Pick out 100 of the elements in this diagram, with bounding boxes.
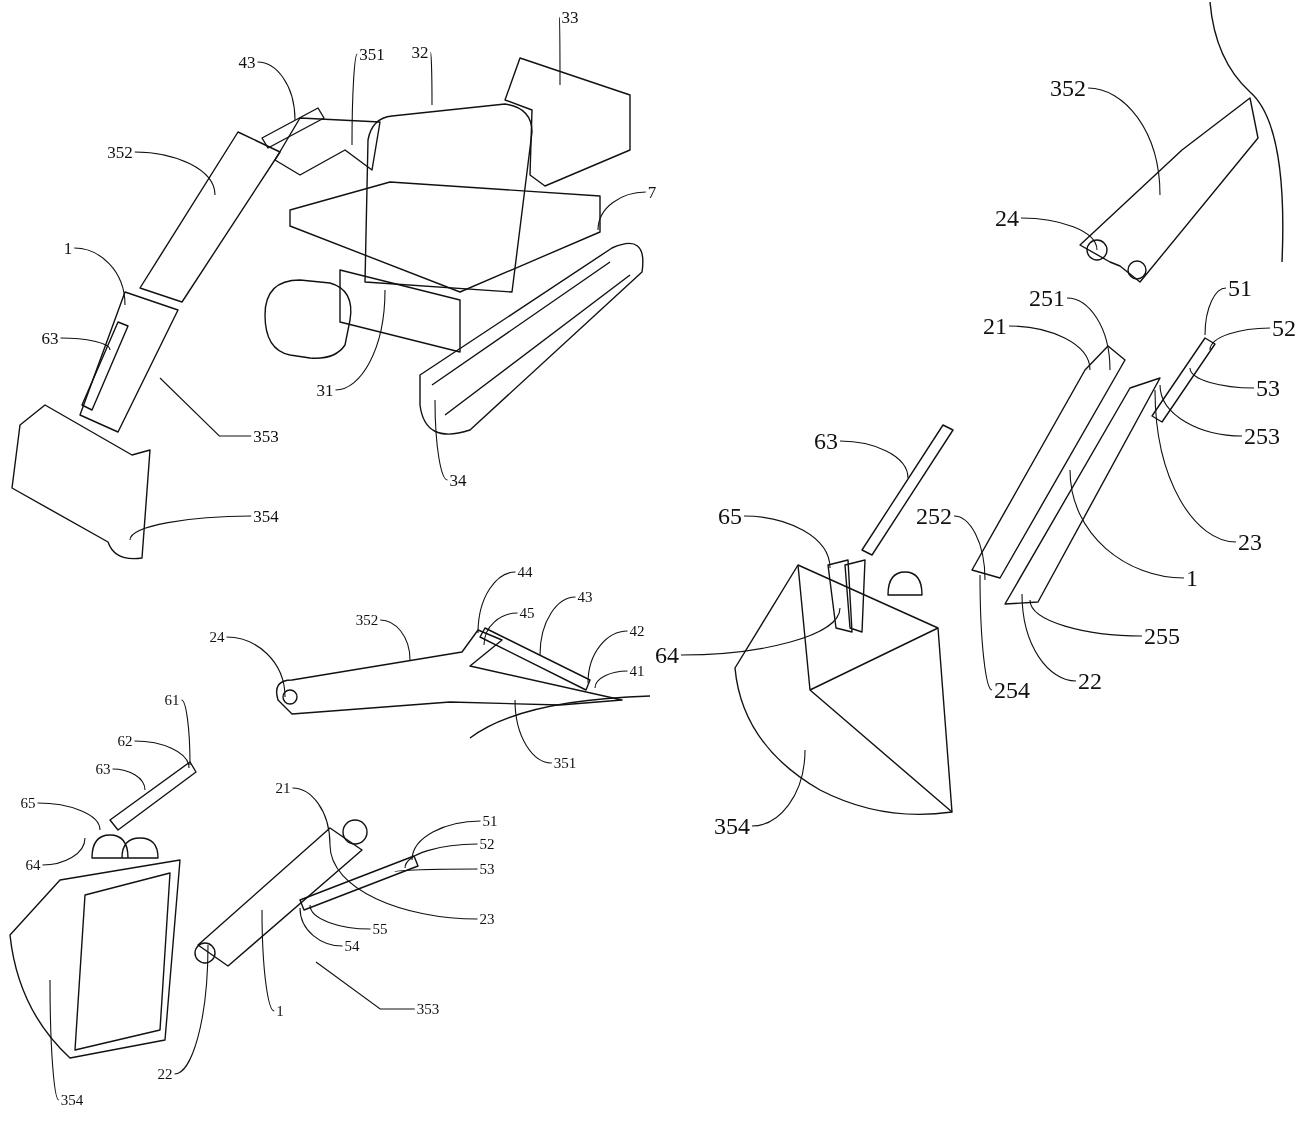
leader-line xyxy=(1029,599,1143,637)
callout-number: 51 xyxy=(482,813,498,829)
callout-number: 251 xyxy=(1029,286,1065,310)
callout-number: 352 xyxy=(1050,76,1086,100)
leader-line xyxy=(256,61,296,121)
callout-number: 23 xyxy=(1238,530,1262,554)
callout-number: 351 xyxy=(359,45,385,63)
callout-number: 44 xyxy=(517,564,533,580)
callout-number: 61 xyxy=(164,692,180,708)
leader-line xyxy=(514,699,553,764)
callout-number: 52 xyxy=(1272,316,1296,340)
leader-line xyxy=(1209,327,1271,351)
leader-line xyxy=(539,596,577,656)
leader-line xyxy=(394,868,479,873)
callout-number: 21 xyxy=(275,780,291,796)
callout-number: 23 xyxy=(479,911,495,927)
callout-number: 64 xyxy=(655,643,679,667)
callout-number: 354 xyxy=(714,814,750,838)
leader-line xyxy=(1008,325,1091,371)
callout-number: 354 xyxy=(253,507,279,525)
leader-line xyxy=(173,944,209,1075)
callout-number: 55 xyxy=(372,921,388,937)
leader-line xyxy=(73,247,126,306)
callout-number: 351 xyxy=(553,755,577,771)
leader-line xyxy=(1154,389,1237,543)
callout-number: 31 xyxy=(316,381,334,399)
leader-line xyxy=(979,574,993,691)
callout-number: 32 xyxy=(411,43,429,61)
leader-line xyxy=(334,289,386,391)
leader-line xyxy=(1204,287,1227,336)
callout-number: 65 xyxy=(718,504,742,528)
callout-number: 1 xyxy=(276,1003,284,1019)
callout-number: 65 xyxy=(20,795,36,811)
callout-number: 24 xyxy=(209,629,225,645)
leader-line xyxy=(379,619,411,661)
callout-number: 7 xyxy=(647,183,657,201)
leader-line xyxy=(1021,593,1077,682)
leader-line xyxy=(680,607,841,656)
leader-line xyxy=(743,515,831,569)
leader-line xyxy=(299,907,344,947)
leader-line xyxy=(309,904,372,930)
leader-line xyxy=(180,699,191,766)
leader-line xyxy=(129,515,252,541)
leader-line xyxy=(434,399,449,481)
callout-number: 255 xyxy=(1144,624,1180,648)
leader-line xyxy=(483,612,519,646)
leader-line xyxy=(477,571,517,634)
callout-number: 41 xyxy=(629,663,645,679)
callout-number: 353 xyxy=(253,427,279,445)
callout-number: 52 xyxy=(479,836,495,852)
leader-line xyxy=(404,843,479,869)
leader-line xyxy=(111,768,146,791)
callout-number: 352 xyxy=(355,612,379,628)
leader-line xyxy=(558,16,561,86)
callout-number: 22 xyxy=(1078,669,1102,693)
leader-line xyxy=(291,787,331,846)
leader-line xyxy=(953,515,986,581)
callout-number: 43 xyxy=(577,589,593,605)
callout-number: 63 xyxy=(41,329,59,347)
callout-number: 352 xyxy=(107,143,133,161)
callout-number: 21 xyxy=(983,314,1007,338)
callout-number: 63 xyxy=(814,429,838,453)
leader-line xyxy=(411,820,482,861)
leader-line xyxy=(36,802,101,831)
callout-number: 354 xyxy=(60,1092,84,1108)
leader-line xyxy=(159,377,252,437)
leader-line xyxy=(594,670,629,689)
leader-line xyxy=(59,337,111,351)
callout-number: 253 xyxy=(1244,424,1280,448)
leader-line xyxy=(587,630,629,684)
leader-line xyxy=(133,740,190,769)
callout-number: 24 xyxy=(995,206,1019,230)
callout-number: 22 xyxy=(157,1066,173,1082)
leader-line xyxy=(1159,384,1243,437)
callout-number: 53 xyxy=(479,861,495,877)
leader-line xyxy=(315,961,416,1010)
callout-number: 43 xyxy=(238,53,256,71)
callout-number: 63 xyxy=(95,761,111,777)
callout-number: 42 xyxy=(629,623,645,639)
leader-line xyxy=(261,909,275,1012)
callout-number: 64 xyxy=(25,857,41,873)
leader-line xyxy=(751,749,806,827)
leader-line xyxy=(597,191,647,231)
leader-line xyxy=(1087,87,1161,196)
callout-number: 54 xyxy=(344,938,360,954)
leader-line xyxy=(1189,367,1255,389)
callout-number: 62 xyxy=(117,733,133,749)
callout-number: 1 xyxy=(1186,566,1198,590)
leader-line xyxy=(1066,297,1111,371)
leader-line xyxy=(329,844,479,920)
leader-line xyxy=(225,636,286,698)
callout-number: 45 xyxy=(519,605,535,621)
callout-number: 1 xyxy=(63,239,73,257)
leader-line xyxy=(49,979,60,1101)
leader-line xyxy=(429,51,433,106)
callout-number: 34 xyxy=(449,471,467,489)
leader-line xyxy=(351,53,358,146)
callout-number: 51 xyxy=(1228,276,1252,300)
callout-number: 53 xyxy=(1256,376,1280,400)
leader-line xyxy=(41,837,86,866)
